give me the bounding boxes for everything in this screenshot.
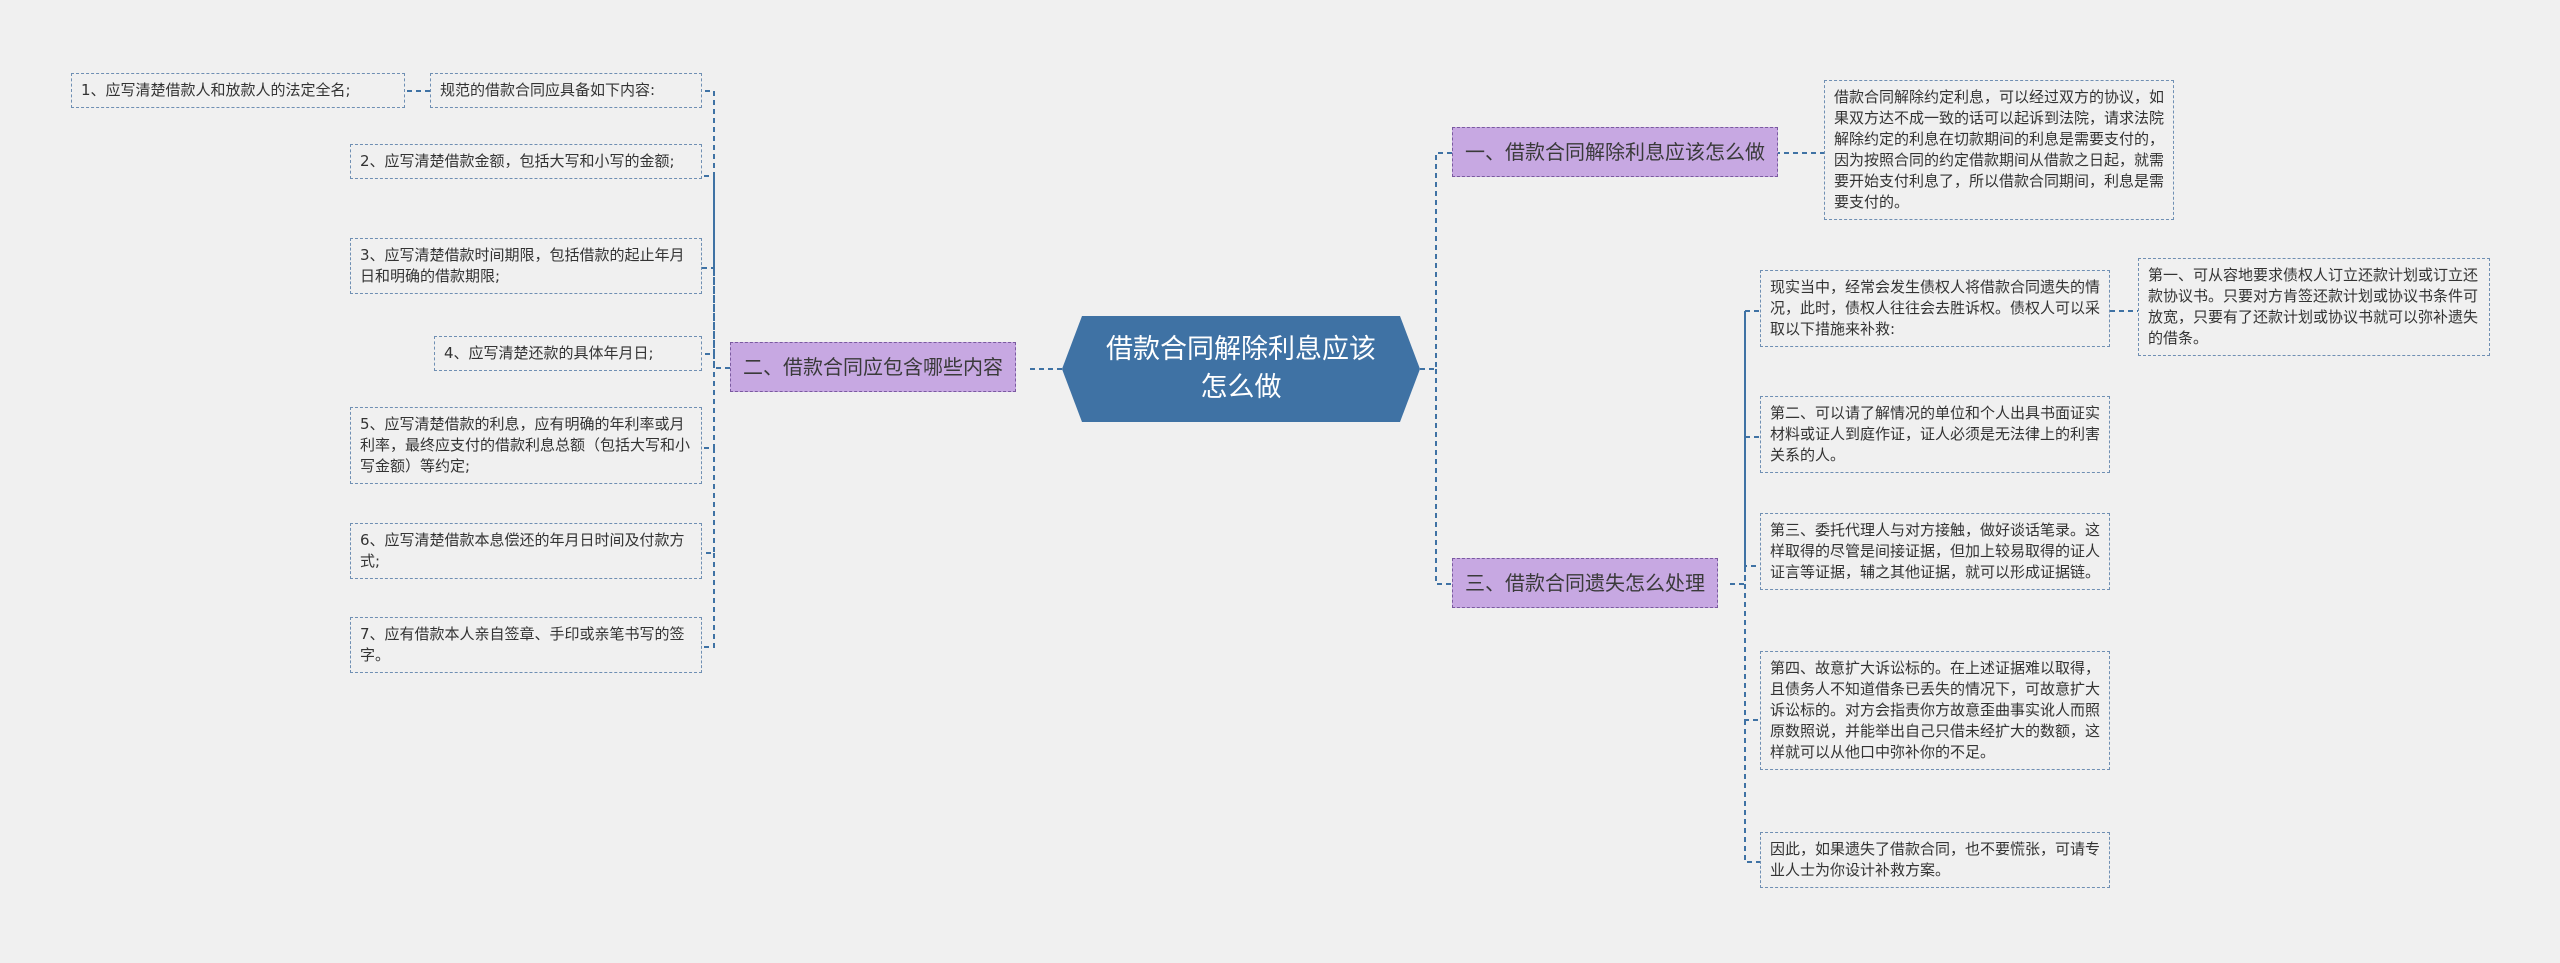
branch-contract-contents[interactable]: 二、借款合同应包含哪些内容 — [730, 342, 1016, 392]
leaf-text: 第四、故意扩大诉讼标的。在上述证据难以取得，且债务人不知道借条已丢失的情况下，可… — [1770, 659, 2101, 761]
leaf-text: 因此，如果遗失了借款合同，也不要慌张，可请专业人士为你设计补救方案。 — [1770, 840, 2101, 879]
contract-lost-step-4[interactable]: 第四、故意扩大诉讼标的。在上述证据难以取得，且债务人不知道借条已丢失的情况下，可… — [1760, 651, 2110, 770]
leaf-text: 1、应写清楚借款人和放款人的法定全名; — [81, 81, 351, 99]
leaf-text: 5、应写清楚借款的利息，应有明确的年利率或月利率，最终应支付的借款利息总额（包括… — [360, 415, 691, 475]
leaf-text: 4、应写清楚还款的具体年月日; — [444, 344, 654, 362]
leaf-text: 2、应写清楚借款金额，包括大写和小写的金额; — [360, 152, 675, 170]
leaf-text: 第一、可从容地要求债权人订立还款计划或订立还款协议书。只要对方肯签还款计划或协议… — [2148, 266, 2479, 347]
contract-contents-intro[interactable]: 规范的借款合同应具备如下内容: — [430, 73, 702, 108]
branch-label: 二、借款合同应包含哪些内容 — [743, 355, 1003, 379]
leaf-text: 现实当中，经常会发生债权人将借款合同遗失的情况，此时，债权人往往会去胜诉权。债权… — [1770, 278, 2101, 338]
leaf-text: 借款合同解除约定利息，可以经过双方的协议，如果双方达不成一致的话可以起诉到法院，… — [1834, 88, 2165, 211]
contract-lost-step-2[interactable]: 第二、可以请了解情况的单位和个人出具书面证实材料或证人到庭作证，证人必须是无法律… — [1760, 396, 2110, 473]
contract-lost-step-1[interactable]: 第一、可从容地要求债权人订立还款计划或订立还款协议书。只要对方肯签还款计划或协议… — [2138, 258, 2490, 356]
contract-item-6[interactable]: 6、应写清楚借款本息偿还的年月日时间及付款方式; — [350, 523, 702, 579]
contract-item-4[interactable]: 4、应写清楚还款的具体年月日; — [434, 336, 702, 371]
branch-termination-interest[interactable]: 一、借款合同解除利息应该怎么做 — [1452, 127, 1778, 177]
central-topic[interactable]: 借款合同解除利息应该怎么做 — [1062, 316, 1420, 422]
central-topic-title: 借款合同解除利息应该怎么做 — [1106, 334, 1376, 403]
contract-item-7[interactable]: 7、应有借款本人亲自签章、手印或亲笔书写的签字。 — [350, 617, 702, 673]
branch-label: 一、借款合同解除利息应该怎么做 — [1465, 140, 1765, 164]
branch-contract-lost[interactable]: 三、借款合同遗失怎么处理 — [1452, 558, 1718, 608]
contract-item-1[interactable]: 1、应写清楚借款人和放款人的法定全名; — [71, 73, 405, 108]
leaf-text: 规范的借款合同应具备如下内容: — [440, 81, 656, 99]
contract-lost-intro[interactable]: 现实当中，经常会发生债权人将借款合同遗失的情况，此时，债权人往往会去胜诉权。债权… — [1760, 270, 2110, 347]
leaf-text: 第三、委托代理人与对方接触，做好谈话笔录。这样取得的尽管是间接证据，但加上较易取… — [1770, 521, 2101, 581]
contract-lost-conclusion[interactable]: 因此，如果遗失了借款合同，也不要慌张，可请专业人士为你设计补救方案。 — [1760, 832, 2110, 888]
branch-label: 三、借款合同遗失怎么处理 — [1465, 571, 1705, 595]
contract-item-3[interactable]: 3、应写清楚借款时间期限，包括借款的起止年月日和明确的借款期限; — [350, 238, 702, 294]
leaf-text: 3、应写清楚借款时间期限，包括借款的起止年月日和明确的借款期限; — [360, 246, 685, 285]
leaf-text: 7、应有借款本人亲自签章、手印或亲笔书写的签字。 — [360, 625, 685, 664]
contract-item-5[interactable]: 5、应写清楚借款的利息，应有明确的年利率或月利率，最终应支付的借款利息总额（包括… — [350, 407, 702, 484]
termination-interest-detail[interactable]: 借款合同解除约定利息，可以经过双方的协议，如果双方达不成一致的话可以起诉到法院，… — [1824, 80, 2174, 220]
contract-item-2[interactable]: 2、应写清楚借款金额，包括大写和小写的金额; — [350, 144, 702, 179]
contract-lost-step-3[interactable]: 第三、委托代理人与对方接触，做好谈话笔录。这样取得的尽管是间接证据，但加上较易取… — [1760, 513, 2110, 590]
leaf-text: 6、应写清楚借款本息偿还的年月日时间及付款方式; — [360, 531, 685, 570]
leaf-text: 第二、可以请了解情况的单位和个人出具书面证实材料或证人到庭作证，证人必须是无法律… — [1770, 404, 2101, 464]
